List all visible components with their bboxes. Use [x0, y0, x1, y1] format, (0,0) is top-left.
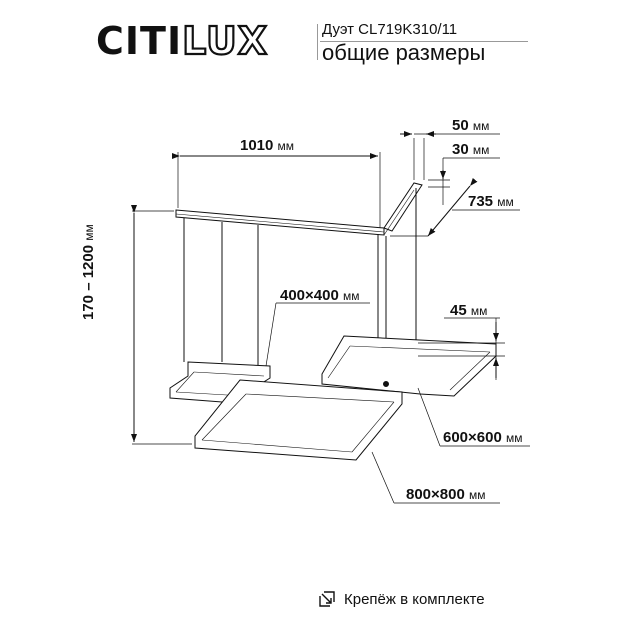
- mount-arrow-icon: [319, 591, 335, 607]
- dim-bar-width-label: 50 мм: [452, 117, 490, 134]
- dim-medium-frame-label: 600×600 мм: [443, 429, 523, 446]
- header-divider: [317, 24, 318, 60]
- page-title: общие размеры: [322, 40, 486, 65]
- brand-solid: CITI: [96, 19, 183, 63]
- dim-small-frame-label: 400×400 мм: [280, 287, 360, 304]
- dim-height-label: 170 – 1200 мм: [80, 224, 97, 320]
- brand-logo: CITILUX: [96, 16, 268, 66]
- dim-large-frame-label: 800×800 мм: [406, 486, 486, 503]
- dim-arm-label: 735 мм: [468, 193, 514, 210]
- dim-width-label: 1010 мм: [240, 137, 295, 154]
- dim-thickness-label: 45 мм: [450, 302, 488, 319]
- dim-bar-height-label: 30 мм: [452, 141, 490, 158]
- footer-note: Крепёж в комплекте: [318, 590, 485, 608]
- header-underline: [320, 41, 528, 42]
- footer-text: Крепёж в комплекте: [344, 590, 485, 608]
- brand-outline: LUX: [181, 18, 269, 64]
- model-name: Дуэт CL719K310/11: [322, 21, 458, 38]
